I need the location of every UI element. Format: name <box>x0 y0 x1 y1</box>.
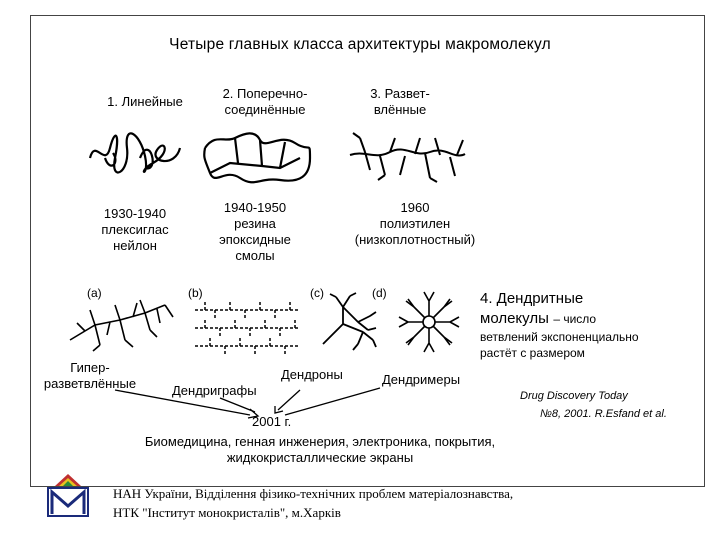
class-branched-label: 3. Развет-влённые <box>370 86 430 117</box>
dendrimer-drawing <box>398 291 460 353</box>
class-crosslinked-label: 2. Поперечно-соединённые <box>222 86 308 117</box>
panel-a-letter: (a) <box>87 286 102 300</box>
hyperbranched-drawing <box>69 299 174 352</box>
footer-institution: НАН України, Відділення фізико-технічних… <box>113 486 514 520</box>
applications-text: Биомедицина, генная инженерия, электрони… <box>144 434 496 465</box>
dendrons-label: Дендроны <box>281 367 343 382</box>
dendrimers-label: Дендримеры <box>382 372 461 387</box>
panel-d-letter: (d) <box>372 286 387 300</box>
dendrigrafts-label: Дендриграфы <box>172 383 257 398</box>
crosslinked-polymer-drawing <box>203 132 312 184</box>
hyperbranched-label: Гипер-разветвлённые <box>43 360 137 391</box>
dendritic-heading: 4. Дендритные молекулы – число ветвлений… <box>480 290 639 360</box>
slide-frame <box>30 15 705 487</box>
source-citation-line2: №8, 2001. R.Esfand et al. <box>540 408 667 420</box>
class-linear-label: 1. Линейные <box>107 94 183 109</box>
dendron-drawing <box>322 292 377 351</box>
branched-polymer-drawing <box>349 132 466 183</box>
institute-logo-icon <box>47 474 89 517</box>
year-2001: 2001 г. <box>252 414 292 429</box>
dendrigraft-drawing <box>195 302 300 354</box>
linear-polymer-drawing <box>88 132 182 174</box>
slide-title: Четыре главных класса архитектуры макром… <box>169 36 551 53</box>
source-citation-line1: Drug Discovery Today <box>520 390 628 402</box>
panel-c-letter: (c) <box>310 286 324 300</box>
panel-b-letter: (b) <box>188 286 203 300</box>
